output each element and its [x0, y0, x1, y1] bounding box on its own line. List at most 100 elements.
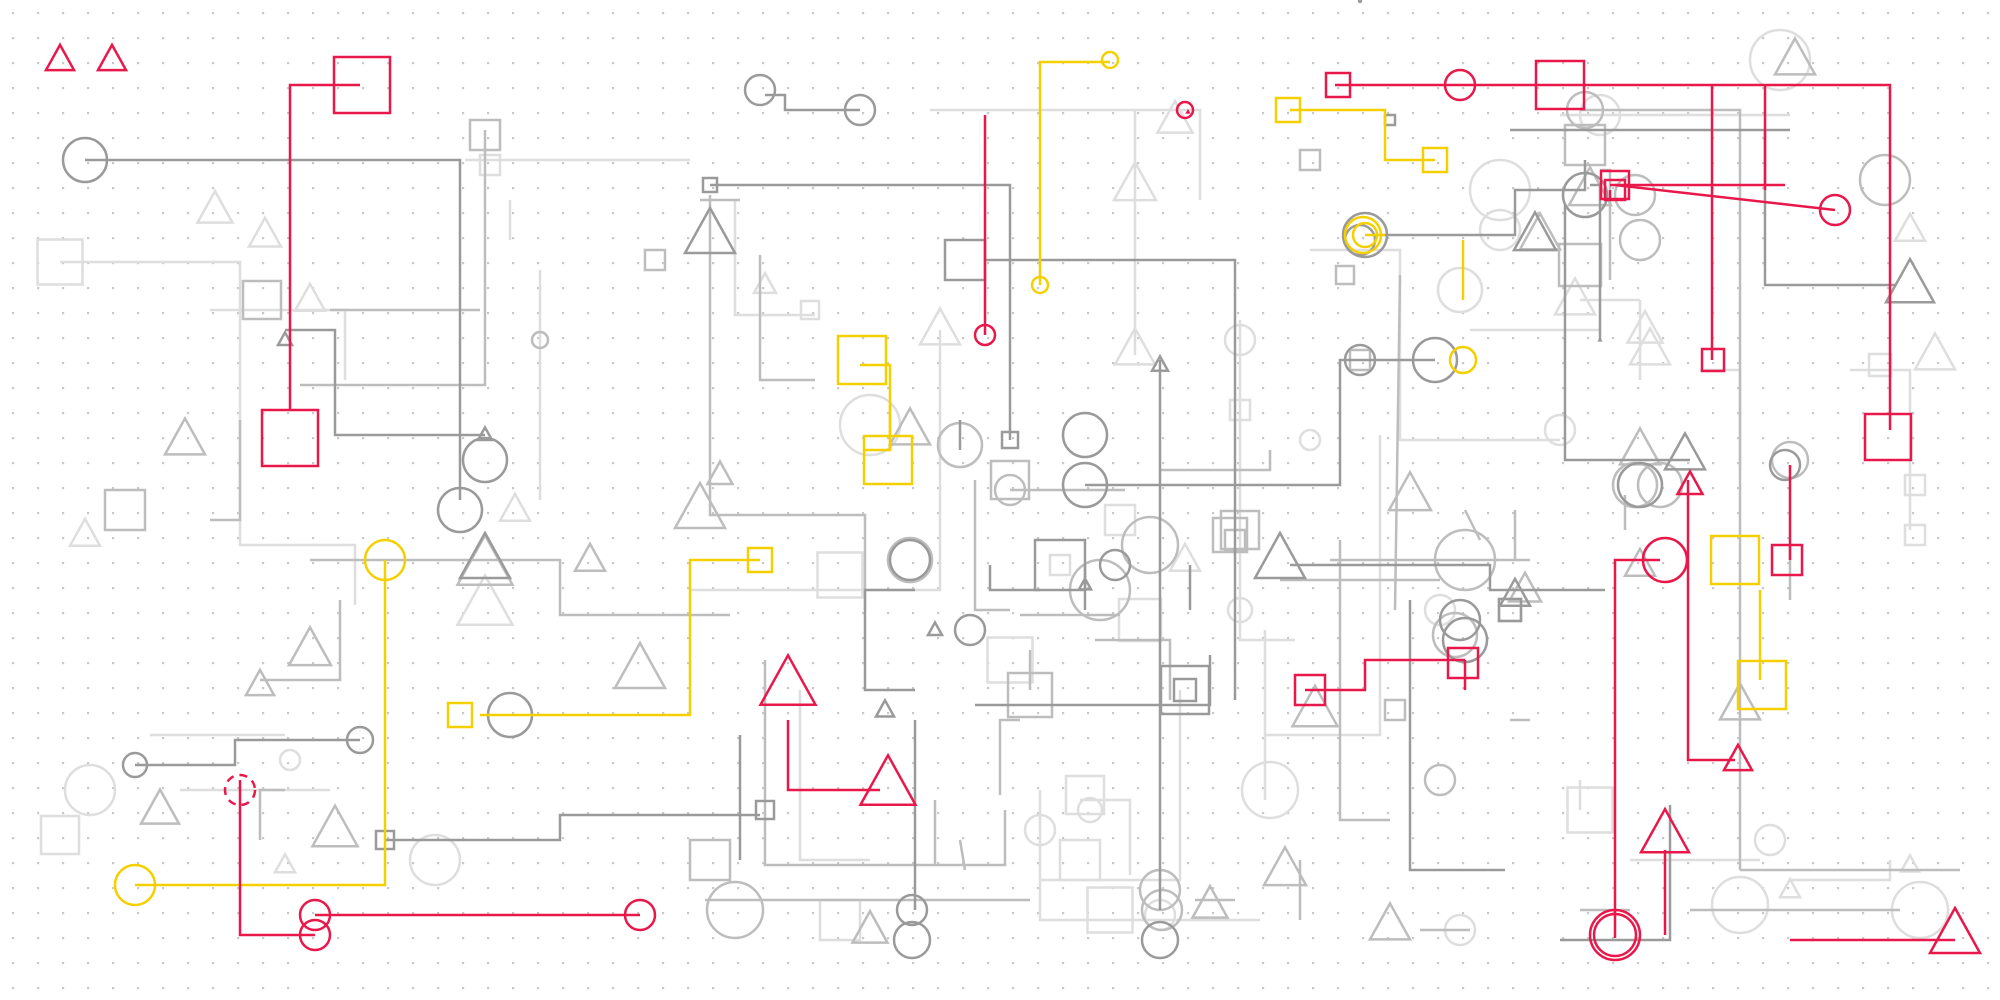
gray-circle-node: [1298, 428, 1322, 452]
gray-triangle-node: [672, 480, 728, 530]
gray-triangle-node: [873, 697, 897, 718]
gray-circle-node: [888, 538, 932, 582]
red-connector-line: [1614, 183, 1836, 212]
red-connector-line: [238, 780, 315, 937]
gray-circle-node: [1431, 611, 1479, 659]
yellow-circle-node: [1351, 221, 1379, 249]
gray-circle-node: [1543, 413, 1577, 447]
gray-square-node: [1298, 148, 1322, 172]
gray-circle-node: [1120, 515, 1180, 575]
red-square-node: [1446, 646, 1480, 680]
gray-circle-node: [461, 436, 509, 484]
gray-connector-line: [210, 420, 242, 522]
red-triangle-node: [43, 42, 77, 72]
gray-circle-node: [1768, 448, 1802, 482]
gray-square-node: [1033, 538, 1087, 592]
gray-triangle-node: [1597, 336, 1603, 342]
gray-triangle-node: [138, 786, 182, 825]
gray-triangle-node: [1167, 541, 1203, 573]
red-square-node: [1603, 178, 1627, 202]
gray-circle-node: [895, 893, 929, 927]
gray-triangle-node: [705, 458, 735, 486]
red-layer: [43, 42, 1983, 962]
gray-triangle-node: [497, 491, 533, 523]
gray-connector-line: [733, 200, 815, 317]
gray-square-node: [688, 838, 732, 882]
gray-circle-node: [1578, 93, 1622, 137]
gray-connector-line: [60, 260, 357, 605]
gray-triangle-node: [1622, 546, 1658, 578]
gray-circle-node: [1858, 153, 1912, 207]
gray-square-node: [1048, 553, 1072, 577]
red-square-node: [1863, 412, 1913, 462]
yellow-connector-line: [480, 558, 760, 717]
red-triangle-node: [1638, 806, 1692, 854]
gray-connector-line: [690, 330, 942, 592]
red-circle-node: [1592, 912, 1638, 958]
gray-square-node: [1903, 523, 1927, 547]
gray-square-node: [986, 636, 1034, 684]
gray-square-node: [1172, 677, 1198, 703]
gray-circle-node: [345, 725, 375, 755]
gray-triangle-node: [1252, 530, 1308, 580]
yellow-square-node: [836, 334, 888, 386]
gray-square-node: [754, 799, 776, 821]
yellow-connector-line: [1038, 60, 1110, 285]
red-circle-node: [298, 918, 332, 952]
yellow-connector-line: [135, 560, 387, 887]
red-circle-node: [223, 773, 257, 807]
red-triangle-node: [1927, 905, 1983, 955]
gray-connector-line: [985, 258, 1237, 700]
red-square-node: [332, 55, 392, 115]
gray-square-node: [1566, 786, 1614, 834]
gray-circle-node: [278, 748, 302, 772]
dark-gray-layer: [61, 0, 1937, 960]
gray-circle-node: [1341, 211, 1389, 259]
gray-connector-line: [988, 565, 1040, 592]
gray-circle-node: [1478, 208, 1522, 252]
red-circle-node: [1443, 68, 1477, 102]
yellow-circle-node: [113, 863, 157, 907]
gray-circle-node: [121, 751, 149, 779]
gray-square-node: [799, 299, 821, 321]
gray-square-node: [1064, 774, 1106, 816]
gray-triangle-node: [1386, 469, 1434, 512]
gray-connector-line: [758, 255, 815, 382]
gray-connector-line: [1095, 638, 1172, 700]
gray-circle-node: [1618, 218, 1662, 262]
gray-triangle-node: [195, 188, 235, 224]
gray-square-node: [241, 279, 283, 321]
red-square-node: [260, 408, 320, 468]
red-square-node: [1770, 543, 1804, 577]
gray-connector-line: [798, 690, 870, 862]
gray-connector-line: [310, 558, 730, 617]
red-circle-node: [1818, 193, 1852, 227]
gray-circle-node: [1613, 173, 1657, 217]
gray-circle-node: [1076, 796, 1104, 824]
gray-circle-node: [1140, 888, 1184, 932]
gray-circle-node: [63, 763, 117, 817]
yellow-circle-node: [1448, 345, 1478, 375]
gray-square-node: [701, 176, 719, 194]
gray-triangle-node: [917, 305, 963, 346]
gray-circle-node: [953, 613, 987, 647]
gray-connector-line: [1580, 108, 1742, 870]
yellow-square-node: [1736, 659, 1788, 711]
gray-triangle-node: [1076, 575, 1094, 591]
gray-circle-node: [1140, 920, 1180, 960]
gray-circle-node: [892, 920, 932, 960]
gray-triangle-node: [572, 541, 608, 573]
gray-connector-line: [973, 480, 1010, 612]
gray-triangle-node: [925, 619, 945, 637]
yellow-square-node: [1421, 146, 1449, 174]
gray-triangle-node: [272, 851, 298, 874]
gray-triangle-node: [1777, 876, 1803, 899]
gray-connector-line: [1560, 805, 1672, 942]
yellow-circle-node: [1343, 215, 1383, 255]
gray-connector-line: [1380, 160, 1587, 237]
gray-circle-node: [886, 536, 934, 584]
yellow-circle-node: [1030, 275, 1050, 295]
red-circle-node: [1641, 536, 1689, 584]
gray-triangle-node: [1892, 211, 1928, 243]
gray-connector-line: [135, 738, 360, 767]
